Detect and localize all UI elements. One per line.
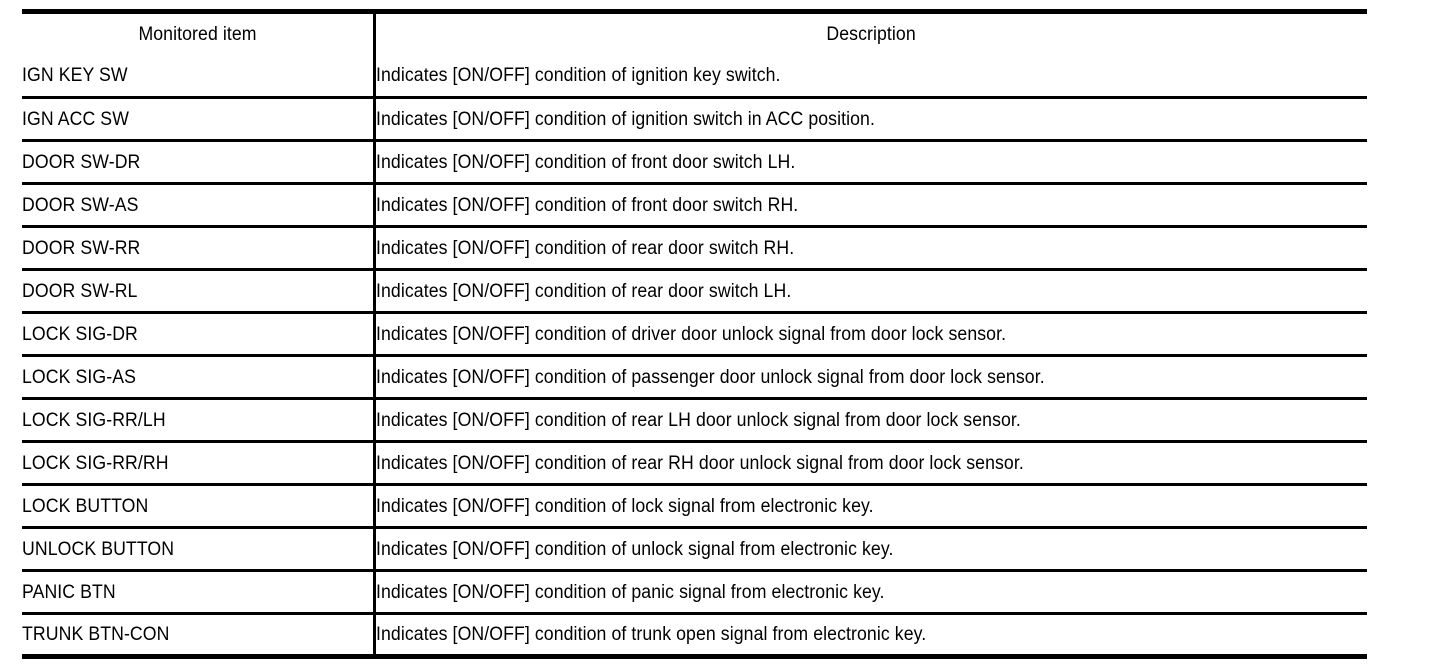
monitored-item-table: Monitored item Description IGN KEY SW Ind… [22, 9, 1367, 659]
cell-description: Indicates [ON/OFF] condition of ignition… [374, 97, 1367, 142]
cell-monitored-item: LOCK BUTTON [22, 484, 376, 529]
monitored-item-label: LOCK SIG-DR [22, 323, 138, 345]
description-text: Indicates [ON/OFF] condition of ignition… [375, 64, 781, 86]
cell-monitored-item: DOOR SW-AS [22, 183, 376, 228]
description-text: Indicates [ON/OFF] condition of ignition… [375, 108, 875, 130]
monitored-item-table-wrapper: Monitored item Description IGN KEY SW Ind… [22, 9, 1367, 659]
description-text: Indicates [ON/OFF] condition of unlock s… [375, 538, 893, 560]
cell-description: Indicates [ON/OFF] condition of front do… [374, 183, 1367, 228]
cell-monitored-item: LOCK SIG-RR/RH [22, 441, 376, 486]
table-row: IGN ACC SW Indicates [ON/OFF] condition o… [22, 97, 1367, 142]
column-header-description: Description [374, 12, 1367, 55]
cell-description: Indicates [ON/OFF] condition of driver d… [374, 312, 1367, 357]
monitored-item-label: UNLOCK BUTTON [22, 538, 175, 560]
description-text: Indicates [ON/OFF] condition of panic si… [375, 581, 885, 603]
monitored-item-label: LOCK SIG-AS [22, 366, 136, 388]
cell-description: Indicates [ON/OFF] condition of rear doo… [374, 269, 1367, 314]
monitored-item-label: DOOR SW-RR [22, 237, 141, 259]
table-header-row: Monitored item Description [22, 11, 1367, 55]
table-row: TRUNK BTN-CON Indicates [ON/OFF] conditio… [22, 613, 1367, 657]
description-text: Indicates [ON/OFF] condition of rear RH … [375, 452, 1024, 474]
cell-description: Indicates [ON/OFF] condition of trunk op… [374, 614, 1367, 657]
cell-description: Indicates [ON/OFF] condition of unlock s… [374, 527, 1367, 572]
cell-monitored-item: PANIC BTN [22, 570, 376, 615]
table-row: DOOR SW-AS Indicates [ON/OFF] condition o… [22, 183, 1367, 228]
cell-monitored-item: IGN KEY SW [22, 54, 376, 99]
table-header: Monitored item Description [22, 11, 1367, 55]
table-row: LOCK SIG-DR Indicates [ON/OFF] condition … [22, 312, 1367, 357]
cell-monitored-item: UNLOCK BUTTON [22, 527, 376, 572]
cell-description: Indicates [ON/OFF] condition of ignition… [374, 54, 1367, 99]
table-row: DOOR SW-RR Indicates [ON/OFF] condition o… [22, 226, 1367, 271]
description-text: Indicates [ON/OFF] condition of lock sig… [375, 495, 874, 517]
cell-description: Indicates [ON/OFF] condition of panic si… [374, 570, 1367, 615]
description-text: Indicates [ON/OFF] condition of rear doo… [375, 280, 791, 302]
table-row: IGN KEY SW Indicates [ON/OFF] condition o… [22, 54, 1367, 99]
monitored-item-label: TRUNK BTN-CON [22, 624, 170, 645]
description-text: Indicates [ON/OFF] condition of front do… [375, 194, 798, 216]
cell-monitored-item: DOOR SW-RL [22, 269, 376, 314]
cell-monitored-item: LOCK SIG-AS [22, 355, 376, 400]
description-text: Indicates [ON/OFF] condition of trunk op… [375, 624, 926, 645]
monitored-item-label: LOCK SIG-RR/RH [22, 452, 169, 474]
table-row: PANIC BTN Indicates [ON/OFF] condition of… [22, 570, 1367, 615]
monitored-item-label: DOOR SW-AS [22, 194, 139, 216]
monitored-item-label: PANIC BTN [22, 581, 116, 603]
monitored-item-label: LOCK BUTTON [22, 495, 149, 517]
cell-description: Indicates [ON/OFF] condition of rear RH … [374, 441, 1367, 486]
column-header-monitored-item-label: Monitored item [138, 23, 257, 45]
cell-description: Indicates [ON/OFF] condition of front do… [374, 140, 1367, 185]
cell-monitored-item: LOCK SIG-RR/LH [22, 398, 376, 443]
cell-monitored-item: TRUNK BTN-CON [22, 613, 376, 657]
cell-monitored-item: DOOR SW-RR [22, 226, 376, 271]
cell-monitored-item: IGN ACC SW [22, 97, 376, 142]
cell-description: Indicates [ON/OFF] condition of lock sig… [374, 484, 1367, 529]
cell-monitored-item: DOOR SW-DR [22, 140, 376, 185]
description-text: Indicates [ON/OFF] condition of rear doo… [375, 237, 794, 259]
table-row: DOOR SW-DR Indicates [ON/OFF] condition o… [22, 140, 1367, 185]
monitored-item-label: IGN ACC SW [22, 108, 129, 130]
cell-monitored-item: LOCK SIG-DR [22, 312, 376, 357]
column-header-description-label: Description [826, 23, 916, 45]
table-body: IGN KEY SW Indicates [ON/OFF] condition o… [22, 54, 1367, 657]
monitored-item-label: IGN KEY SW [22, 64, 128, 86]
table-row: UNLOCK BUTTON Indicates [ON/OFF] conditio… [22, 527, 1367, 572]
cell-description: Indicates [ON/OFF] condition of rear doo… [374, 226, 1367, 271]
table-row: DOOR SW-RL Indicates [ON/OFF] condition o… [22, 269, 1367, 314]
description-text: Indicates [ON/OFF] condition of rear LH … [375, 409, 1021, 431]
description-text: Indicates [ON/OFF] condition of passenge… [375, 366, 1045, 388]
table-row: LOCK SIG-RR/RH Indicates [ON/OFF] conditi… [22, 441, 1367, 486]
column-header-monitored-item: Monitored item [22, 11, 376, 55]
cell-description: Indicates [ON/OFF] condition of rear LH … [374, 398, 1367, 443]
monitored-item-label: DOOR SW-DR [22, 151, 141, 173]
description-text: Indicates [ON/OFF] condition of front do… [375, 151, 795, 173]
table-row: LOCK SIG-AS Indicates [ON/OFF] condition … [22, 355, 1367, 400]
table-row: LOCK SIG-RR/LH Indicates [ON/OFF] conditi… [22, 398, 1367, 443]
cell-description: Indicates [ON/OFF] condition of passenge… [374, 355, 1367, 400]
table-row: LOCK BUTTON Indicates [ON/OFF] condition … [22, 484, 1367, 529]
monitored-item-label: LOCK SIG-RR/LH [22, 409, 166, 431]
monitored-item-label: DOOR SW-RL [22, 280, 138, 302]
description-text: Indicates [ON/OFF] condition of driver d… [375, 323, 1006, 345]
